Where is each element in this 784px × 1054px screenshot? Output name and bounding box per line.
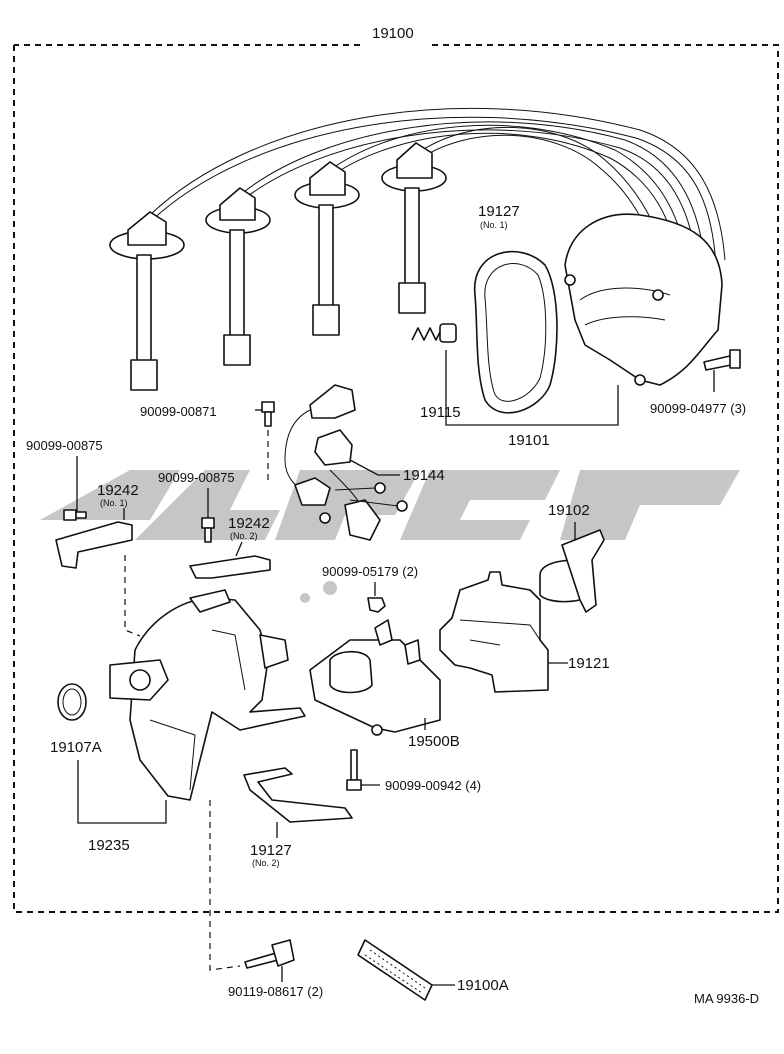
label-90099-04977: 90099-04977 (3) xyxy=(650,401,746,416)
bolt-00875-center: 90099-00875 xyxy=(158,470,235,543)
gasket-no2: 19127 (No. 2) xyxy=(243,767,353,868)
pickup-sensor-harness: 19144 xyxy=(284,384,445,541)
bolt-08617: 90119-08617 (2) xyxy=(228,939,323,999)
screw-00942: 90099-00942 (4) xyxy=(346,749,481,793)
bolt-00871: 90099-00871 xyxy=(140,401,275,480)
label-19500B: 19500B xyxy=(408,733,460,750)
dust-cover: 19121 xyxy=(439,571,610,693)
label-19127-no1-sub: (No. 1) xyxy=(480,220,508,230)
nut-05179: 90099-05179 (2) xyxy=(322,564,418,613)
bracket-19242-no2: 19242 (No. 2) xyxy=(189,515,271,579)
label-19242-no2-sub: (No. 2) xyxy=(230,531,258,541)
assembly-boundary: 19100 xyxy=(13,25,779,913)
watermark-logo xyxy=(40,470,740,603)
label-90119-08617: 90119-08617 (2) xyxy=(228,984,323,999)
label-19100: 19100 xyxy=(372,25,414,42)
drawing-code: MA 9936-D xyxy=(694,991,759,1006)
cap-bolt: 90099-04977 (3) xyxy=(650,349,746,416)
label-19242-no2: 19242 xyxy=(228,515,270,532)
label-19107A: 19107A xyxy=(50,739,102,756)
label-19242-no1: 19242 xyxy=(97,482,139,499)
distributor-housing xyxy=(109,589,306,801)
label-19144: 19144 xyxy=(403,467,445,484)
label-19100A: 19100A xyxy=(457,977,509,994)
label-19242-no1-sub: (No. 1) xyxy=(100,498,128,508)
spark-plug-wire-set xyxy=(109,107,726,391)
o-ring: 19107A 19235 xyxy=(50,683,241,971)
label-19102: 19102 xyxy=(548,502,590,519)
label-90099-00871: 90099-00871 xyxy=(140,404,217,419)
label-90099-00875-center: 90099-00875 xyxy=(158,470,235,485)
label-19127-no2: 19127 xyxy=(250,842,292,859)
label-19101: 19101 xyxy=(508,432,550,449)
label-90099-05179: 90099-05179 (2) xyxy=(322,564,418,579)
label-19127-no2-sub: (No. 2) xyxy=(252,858,280,868)
label-plate: 19100A xyxy=(357,939,509,1001)
label-90099-00875-left: 90099-00875 xyxy=(26,438,103,453)
cap-gasket-no1: 19127 (No. 1) xyxy=(474,203,558,414)
label-90099-00942: 90099-00942 (4) xyxy=(385,778,481,793)
label-19121: 19121 xyxy=(568,655,610,672)
distributor-cap xyxy=(564,213,723,386)
label-19115: 19115 xyxy=(420,404,461,421)
label-19127-no1: 19127 xyxy=(478,203,520,220)
carbon-brush: 19115 xyxy=(411,323,461,421)
ignition-coil: 19500B xyxy=(309,619,460,750)
bracket-line-19101 xyxy=(445,350,619,426)
bolt-00875-left: 90099-00875 xyxy=(26,438,103,521)
rotor: 19102 xyxy=(539,502,605,613)
label-19235: 19235 xyxy=(88,837,130,854)
bracket-19242-no1: 19242 (No. 1) xyxy=(55,482,141,637)
